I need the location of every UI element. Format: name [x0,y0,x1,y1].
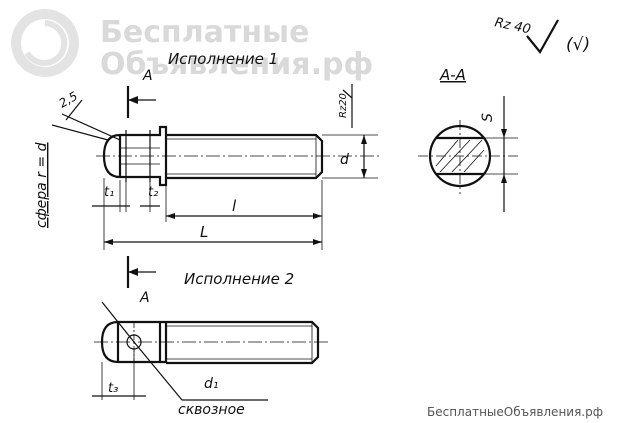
section-view [418,120,520,194]
s-label: S [480,113,496,122]
hole-leader-bottom [133,341,183,401]
watermark-line2: Объявления.рф [100,47,373,82]
hole-leader-top [101,301,135,343]
through-label: сквозное [178,402,245,418]
version1-title: Исполнение 1 [168,50,278,68]
t1-label: t₁ [104,185,114,200]
t3-label: t₃ [108,381,118,396]
watermark-logo [11,9,79,77]
angle-tick [65,99,83,121]
sphere-label: сфера r = d [34,142,50,228]
d-label: d [340,152,349,168]
footer-watermark: БесплатныеОбъявления.рф [427,405,603,419]
roughness-end-label: Rz20 [338,93,349,118]
section-title: А-А [439,66,466,84]
angle-leader [61,113,121,141]
roughness-paren-label: (√) [566,35,590,55]
roughness-check-icon [526,19,559,54]
version2-title: Исполнение 2 [184,270,294,288]
roughness-general-label: Rz 40 [493,15,532,37]
pin-version2 [94,320,330,365]
sphere-leader [51,124,109,141]
section-marker-top: А [142,68,153,84]
section-marker-bottom: А [139,290,150,306]
L-label: L [200,223,208,241]
watermark-line1: Бесплатные [100,15,310,50]
l-label: l [232,197,237,215]
t2-label: t₂ [148,185,158,200]
d1-label: d₁ [204,376,219,392]
pin-version1 [96,125,380,187]
